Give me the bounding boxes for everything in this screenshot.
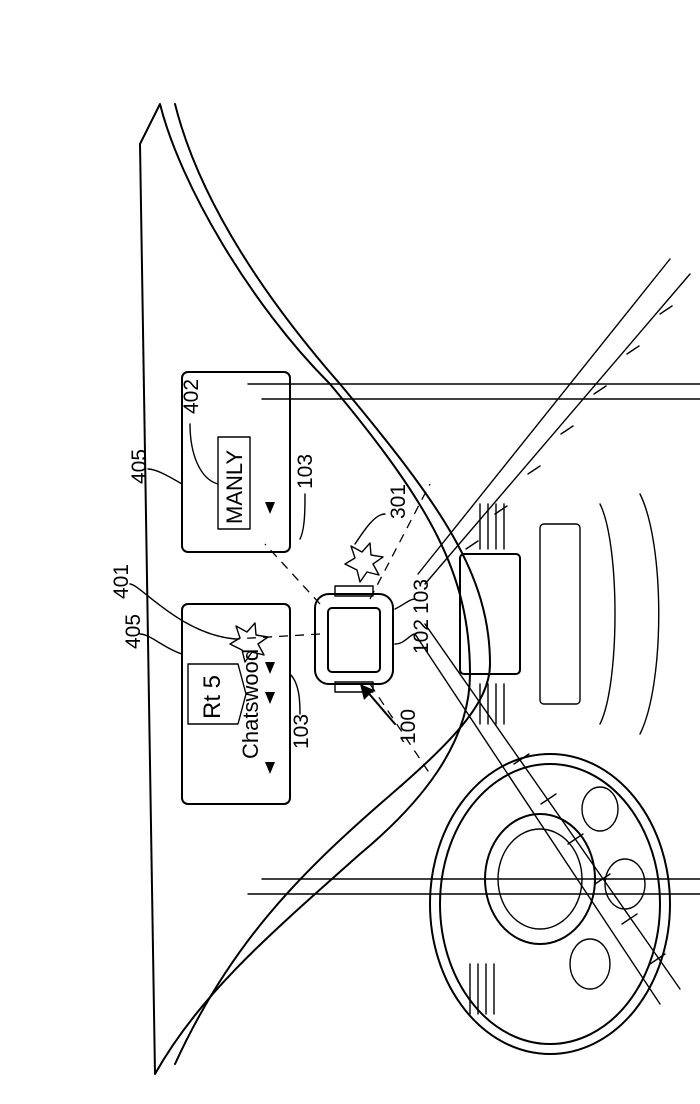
route-label: Rt 5 xyxy=(199,675,226,719)
device-display xyxy=(328,608,380,672)
dashboard-edge xyxy=(175,104,490,1064)
lane-arrow-3 xyxy=(265,662,275,674)
ref-102: 102 xyxy=(410,619,433,654)
right-guard-rail xyxy=(418,259,690,584)
ref-100: 100 xyxy=(397,709,420,744)
left-vent xyxy=(470,964,494,1014)
console-lower-2 xyxy=(640,494,659,734)
ref-405-left: 405 xyxy=(122,614,145,649)
destination-label-left: Chatswood xyxy=(238,649,263,759)
ref-103-top: 103 xyxy=(294,454,317,489)
ref-103-bottom: 103 xyxy=(410,579,433,614)
destination-label-right: MANLY xyxy=(222,450,247,524)
steering-wheel xyxy=(430,754,670,1054)
ref-402: 402 xyxy=(180,379,203,414)
lane-arrow-2 xyxy=(265,692,275,704)
lane-arrow-1 xyxy=(265,762,275,774)
hazard-star-301 xyxy=(345,543,383,582)
beam-right xyxy=(265,544,320,604)
beam-left xyxy=(235,634,320,639)
leader-402 xyxy=(190,424,218,484)
ref-103-left: 103 xyxy=(290,714,313,749)
leader-405-left xyxy=(140,634,182,654)
console-panel xyxy=(540,524,580,704)
console-lower xyxy=(600,504,615,724)
lane-arrow-5 xyxy=(265,502,275,514)
ref-405-right: 405 xyxy=(128,449,151,484)
leader-405-right xyxy=(148,469,182,484)
ref-301: 301 xyxy=(387,484,410,519)
ref-401: 401 xyxy=(110,564,133,599)
leader-103-left xyxy=(290,674,300,714)
leader-301 xyxy=(355,514,385,544)
leader-103-top xyxy=(300,494,305,539)
